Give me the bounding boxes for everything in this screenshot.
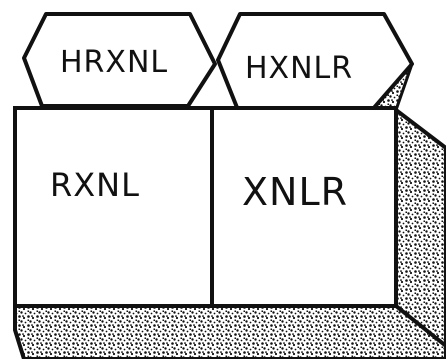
right-box-label: XNLR <box>242 170 348 214</box>
left-box-label: RXNL <box>50 166 140 204</box>
right-hexagon-label: HXNLR <box>245 51 353 86</box>
left-hexagon-label: HRXNL <box>60 45 168 80</box>
block-front-face <box>13 106 398 308</box>
block-bottom-shade <box>13 304 446 359</box>
